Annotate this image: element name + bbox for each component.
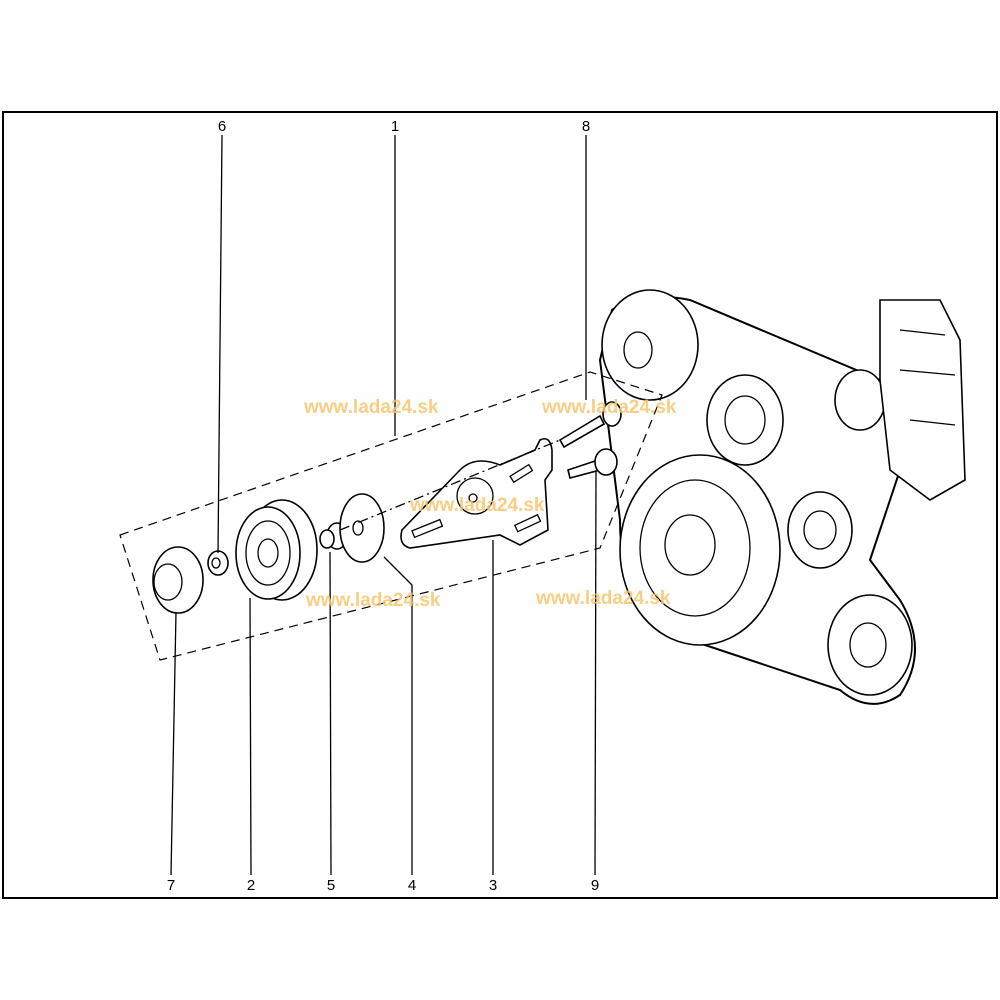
- callout-6: 6: [218, 118, 226, 135]
- pulley-top: [601, 289, 699, 401]
- part-8-long-bolt: [558, 401, 622, 449]
- pulley-bottom-right: [827, 594, 913, 696]
- callout-9: 9: [591, 877, 599, 894]
- watermark: www.lada24.sk: [409, 495, 545, 516]
- watermark: www.lada24.sk: [303, 397, 439, 418]
- part-6-nut: [207, 550, 229, 576]
- alternator: [879, 299, 966, 501]
- callout-7: 7: [167, 877, 175, 894]
- part-3-bracket: [400, 437, 553, 549]
- part-9-short-bolt: [567, 448, 618, 479]
- engine-belt-drive: [598, 289, 966, 705]
- callout-4: 4: [408, 877, 416, 894]
- callout-8: 8: [582, 118, 590, 135]
- pulley-idler-upper: [706, 374, 784, 466]
- watermark: www.lada24.sk: [535, 588, 671, 609]
- leader-lines: [170, 134, 597, 876]
- callout-3: 3: [489, 877, 497, 894]
- callout-2: 2: [247, 877, 255, 894]
- pulley-idler-lower: [787, 491, 853, 569]
- part-4-washer: [339, 493, 385, 563]
- callout-1: 1: [391, 118, 399, 135]
- crankshaft-pulley: [619, 454, 781, 646]
- part-7-cap: [152, 546, 204, 614]
- part-2-tensioner-pulley: [235, 499, 318, 601]
- watermark: www.lada24.sk: [541, 397, 677, 418]
- watermark: www.lada24.sk: [305, 590, 441, 611]
- callout-5: 5: [327, 877, 335, 894]
